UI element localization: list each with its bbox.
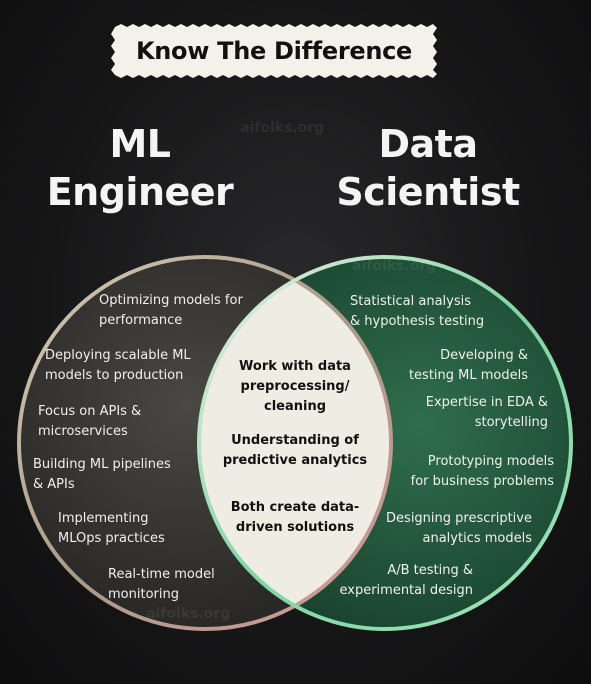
data-scientist-item: Expertise in EDA & storytelling	[425, 395, 548, 430]
ml-engineer-item: Optimizing models for performance	[99, 293, 243, 328]
ml-engineer-item: Implementing MLOps practices	[58, 511, 165, 546]
shared-item: Work with data preprocessing/ cleaning	[239, 359, 351, 414]
ml-engineer-item: Building ML pipelines & APIs	[33, 457, 171, 492]
data-scientist-item: Designing prescriptive analytics models	[386, 511, 532, 546]
data-scientist-heading-line2: Scientist	[336, 170, 520, 214]
ml-engineer-heading: ML Engineer	[30, 120, 250, 216]
watermark-middle: aifolks.org	[352, 258, 437, 274]
overlap-region	[199, 257, 391, 629]
ml-engineer-circle-border	[17, 255, 393, 631]
ml-engineer-item: Real-time model monitoring	[108, 567, 215, 602]
title-banner: Know The Difference	[111, 24, 437, 78]
ml-engineer-item: Deploying scalable ML models to producti…	[45, 348, 191, 383]
banner-shape	[111, 24, 437, 78]
data-scientist-heading-line1: Data	[378, 122, 479, 166]
ml-engineer-item: Focus on APIs & microservices	[38, 404, 142, 439]
data-scientist-item: Statistical analysis & hypothesis testin…	[350, 294, 485, 329]
data-scientist-heading: Data Scientist	[318, 120, 538, 216]
shared-item: Both create data- driven solutions	[230, 500, 360, 535]
data-scientist-circle-border	[197, 255, 573, 631]
data-scientist-item: Developing & testing ML models	[408, 348, 528, 383]
data-scientist-item: A/B testing & experimental design	[339, 563, 473, 598]
shared-item: Understanding of predictive analytics	[222, 433, 368, 468]
data-scientist-item: Prototyping models for business problems	[410, 454, 554, 489]
watermark-bottom: aifolks.org	[146, 606, 231, 622]
page-title: Know The Difference	[135, 37, 413, 65]
ml-engineer-heading-line1: ML	[109, 122, 171, 166]
watermark-top: aifolks.org	[240, 120, 325, 136]
ml-engineer-heading-line2: Engineer	[46, 170, 234, 214]
